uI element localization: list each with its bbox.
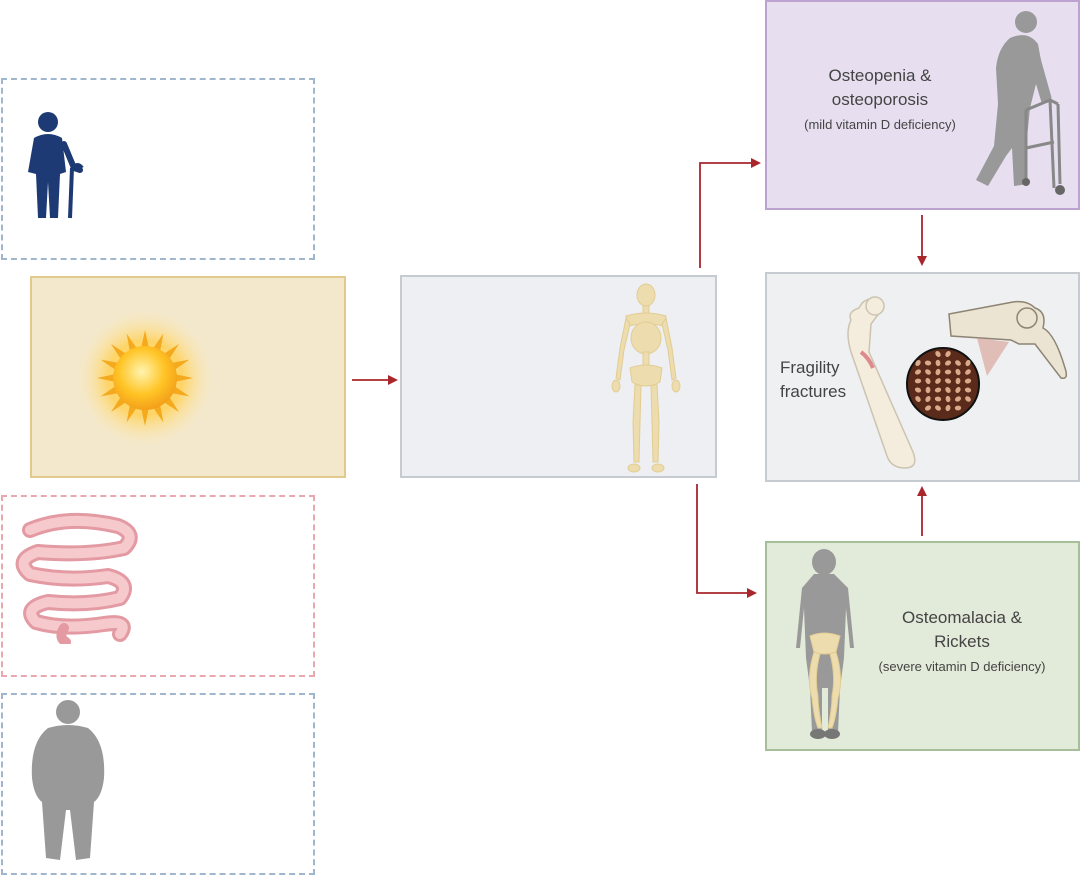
osteopenia-title-line2: osteoporosis <box>831 90 929 109</box>
osteopenia-title-line1: Osteopenia & <box>828 66 932 85</box>
risk-box-intestine <box>1 495 315 677</box>
osteopenia-subtitle: (mild vitamin D deficiency) <box>804 117 956 132</box>
arrow-bone-to-osteopenia <box>699 158 761 268</box>
intestine-icon <box>15 512 138 644</box>
osteomalacia-title-line2: Rickets <box>934 632 990 651</box>
skeleton-icon <box>611 283 681 473</box>
osteomalacia-title-line1: Osteomalacia & <box>902 608 1022 627</box>
sun-icon <box>77 310 213 446</box>
fragility-label-line2: fractures <box>780 382 847 401</box>
fragility-label-line1: Fragility <box>780 358 840 377</box>
child-with-bowed-legs-icon <box>796 549 854 739</box>
femur-and-vertebra-icon <box>847 296 1068 469</box>
risk-box-obesity <box>1 693 315 875</box>
obese-person-icon <box>31 700 105 860</box>
osteomalacia-subtitle: (severe vitamin D deficiency) <box>878 659 1046 674</box>
bone-mineralisation-box <box>400 275 717 478</box>
person-with-walker-icon <box>976 11 1065 195</box>
elderly-person-with-cane-icon <box>28 112 84 219</box>
arrow-bone-to-osteomalacia <box>696 484 757 598</box>
risk-box-elderly <box>1 78 315 260</box>
